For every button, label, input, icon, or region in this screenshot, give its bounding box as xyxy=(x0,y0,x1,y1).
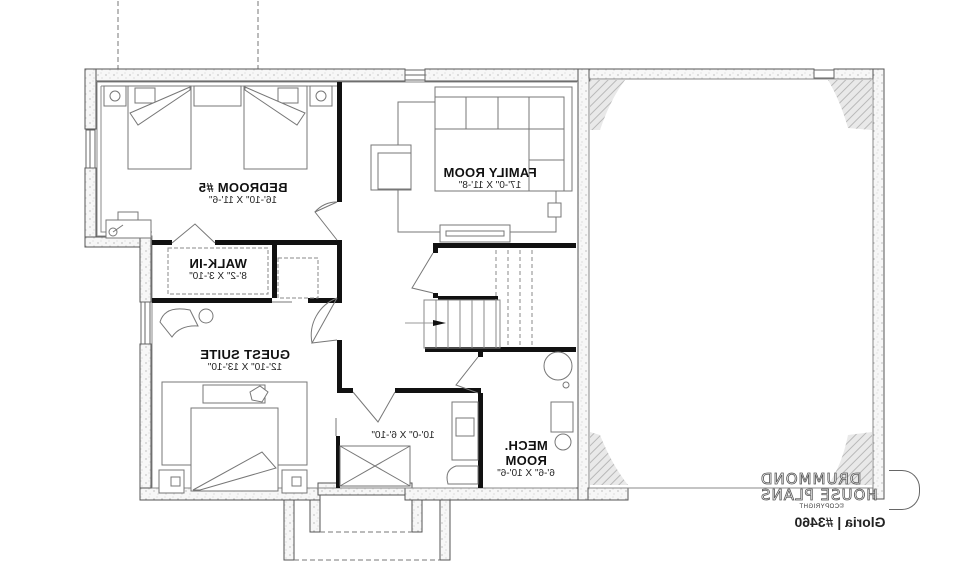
plan-name: Gloria | #3460 xyxy=(794,514,886,530)
room-dimensions: 6'-6" X 10'-6" xyxy=(497,468,555,479)
room-dimensions: 8'-2" X 3'-10" xyxy=(189,271,247,282)
foundation-walls xyxy=(84,68,885,501)
doors xyxy=(171,201,479,436)
entry-steps xyxy=(283,499,451,561)
walk-in-closet xyxy=(167,247,319,299)
mech-equipment xyxy=(543,351,574,451)
room-dimensions: 17'-0" X 11'-8" xyxy=(458,180,522,191)
deck-outline xyxy=(117,0,259,70)
interior-walls xyxy=(152,82,576,488)
room-name: WALK-IN xyxy=(189,256,247,271)
room-label-mech-room: MECH. ROOM 6'-6" X 10'-6" xyxy=(488,438,564,480)
windows xyxy=(85,69,835,345)
room-name: FAMILY ROOM xyxy=(443,165,537,180)
room-label-bedroom5: BEDROOM #5 16'-10" X 11'-6" xyxy=(178,180,308,207)
brand-copyright: ©COPYRIGHT xyxy=(798,503,845,510)
room-name-line1: MECH. xyxy=(504,438,548,453)
room-label-walk-in: WALK-IN 8'-2" X 3'-10" xyxy=(170,256,266,283)
room-label-bathroom: 10'-0" X 6'-10" xyxy=(358,430,448,442)
brand-line1: DRUMMOND xyxy=(760,469,862,488)
room-dimensions: 12'-10" X 13'-10" xyxy=(207,362,283,373)
stairs xyxy=(405,250,533,349)
family-room-furniture xyxy=(370,86,573,243)
garage-corner-hatches xyxy=(590,80,872,485)
room-name: BEDROOM #5 xyxy=(198,180,288,195)
room-label-guest-suite: GUEST SUITE 12'-10" X 13'-10" xyxy=(175,347,315,374)
room-dimensions: 16'-10" X 11'-6" xyxy=(209,195,277,206)
brand-logo-mark-icon xyxy=(889,470,920,510)
bedroom5-furniture xyxy=(103,85,333,239)
brand-line2: HOUSE PLANS xyxy=(760,485,878,504)
room-label-family-room: FAMILY ROOM 17'-0" X 11'-8" xyxy=(420,165,560,192)
guest-suite-furniture xyxy=(158,308,308,494)
bathroom-fixtures xyxy=(339,401,479,487)
room-dimensions: 10'-0" X 6'-10" xyxy=(371,430,435,441)
brand-watermark: DRUMMOND HOUSE PLANS ©COPYRIGHT Gloria |… xyxy=(760,469,920,530)
room-name-line2: ROOM xyxy=(505,453,547,468)
room-name: GUEST SUITE xyxy=(200,347,290,362)
